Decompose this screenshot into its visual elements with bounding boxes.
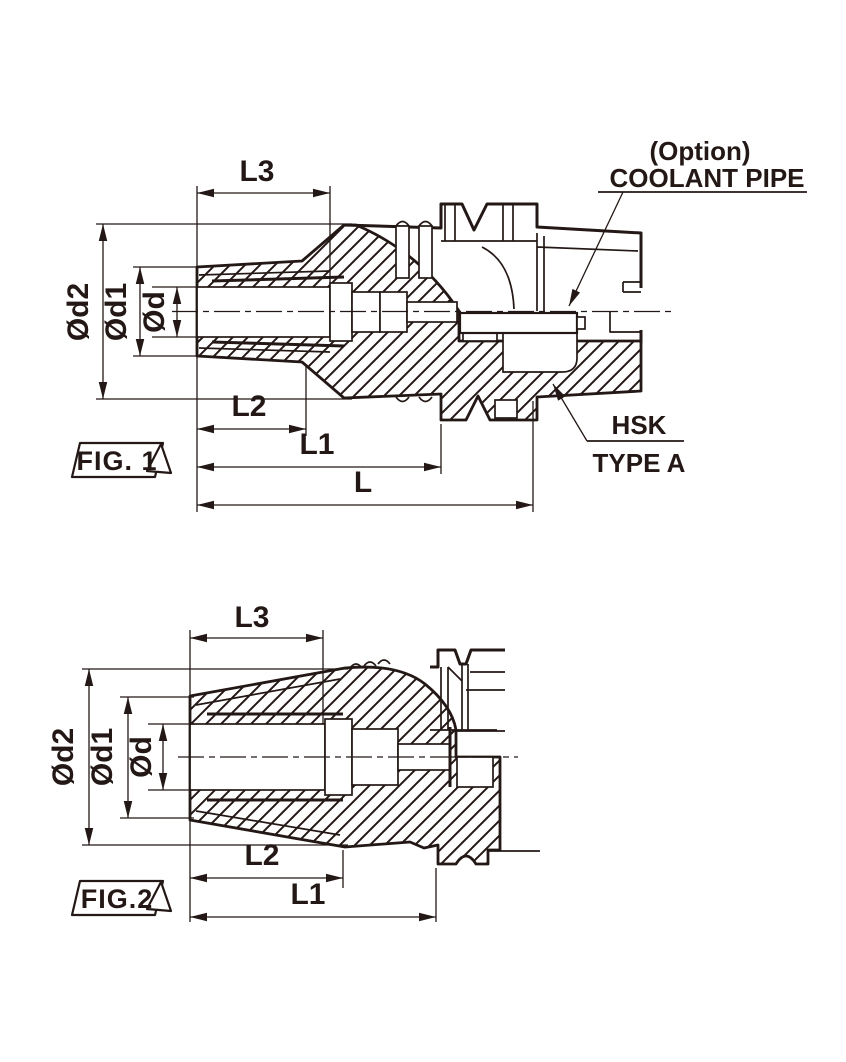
fig2-dim-label-d1: Ød1 (86, 728, 119, 786)
fig2-flag: FIG.2 (70, 879, 173, 917)
fig1-flag-pennant (145, 442, 173, 475)
fig2-flange-outline (430, 648, 505, 669)
fig1-coolant-note: COOLANT PIPE (609, 163, 804, 193)
fig1-hsk-note: HSK (612, 410, 667, 440)
fig2-ring-bumps (349, 659, 391, 669)
fig1-pipe-cap (576, 316, 586, 330)
fig1-hsk-annotation: HSK TYPE A (552, 383, 686, 478)
fig1-ring-band (418, 225, 433, 279)
fig1-coolant-leader-arrow (568, 191, 624, 307)
fig1-dim-label-l1: L1 (299, 428, 334, 461)
fig1-dim-label-l3: L3 (239, 155, 274, 188)
fig1-dim-label-l: L (354, 466, 372, 499)
fig1-drive-notch (494, 399, 518, 419)
fig1-dim-label-d: Ød (138, 291, 171, 333)
fig2-label: FIG.2 (81, 884, 154, 914)
fig2-dim-label-d: Ød (125, 736, 158, 778)
fig1-dimensions (98, 188, 533, 510)
figure-1: L3 L2 L1 L Ød2 Ød1 Ød (Option) COOLANT P… (62, 136, 807, 512)
figure-2: L3 L2 L1 Ød2 Ød1 Ød FIG.2 (47, 601, 540, 922)
fig1-flag: FIG. 1 (70, 441, 173, 479)
fig1-coolant-annotation: (Option) COOLANT PIPE (568, 136, 807, 307)
fig2-nose-inner-lines (195, 678, 341, 836)
fig2-flange-details (430, 664, 540, 852)
fig1-flag-parallelogram (70, 441, 165, 479)
fig2-extension-lines (82, 630, 437, 922)
fig2-center-block (456, 756, 494, 788)
fig2-dim-label-l2: L2 (244, 839, 279, 872)
fig2-flag-parallelogram (70, 879, 165, 917)
fig1-dim-label-l2: L2 (231, 390, 266, 423)
fig1-flange-details (441, 204, 641, 333)
fig1-dim-label-d1: Ød1 (100, 283, 133, 341)
fig1-ring-bumps (395, 220, 433, 403)
fig1-label: FIG. 1 (76, 446, 157, 476)
fig2-dim-label-l3: L3 (234, 601, 269, 634)
fig1-shoulder-curve (355, 224, 460, 312)
fig1-type-note: TYPE A (593, 448, 686, 478)
fig1-nose-inner-lines (198, 270, 331, 353)
fig1-option-note: (Option) (649, 136, 750, 166)
fig1-ring-band (395, 225, 410, 279)
fig2-collet-slits (207, 712, 343, 802)
fig1-hsk-leader-arrow (552, 383, 588, 442)
fig1-collet-slits (211, 275, 345, 348)
fig1-pipe-holder (502, 332, 578, 373)
fig2-dim-label-l1: L1 (290, 878, 325, 911)
fig1-dim-label-d2: Ød2 (62, 283, 95, 341)
fig2-dimensions (84, 633, 436, 922)
fig2-dim-label-d2: Ød2 (47, 728, 80, 786)
fig2-flag-pennant (145, 880, 173, 913)
fig1-coolant-pipe (458, 311, 579, 335)
